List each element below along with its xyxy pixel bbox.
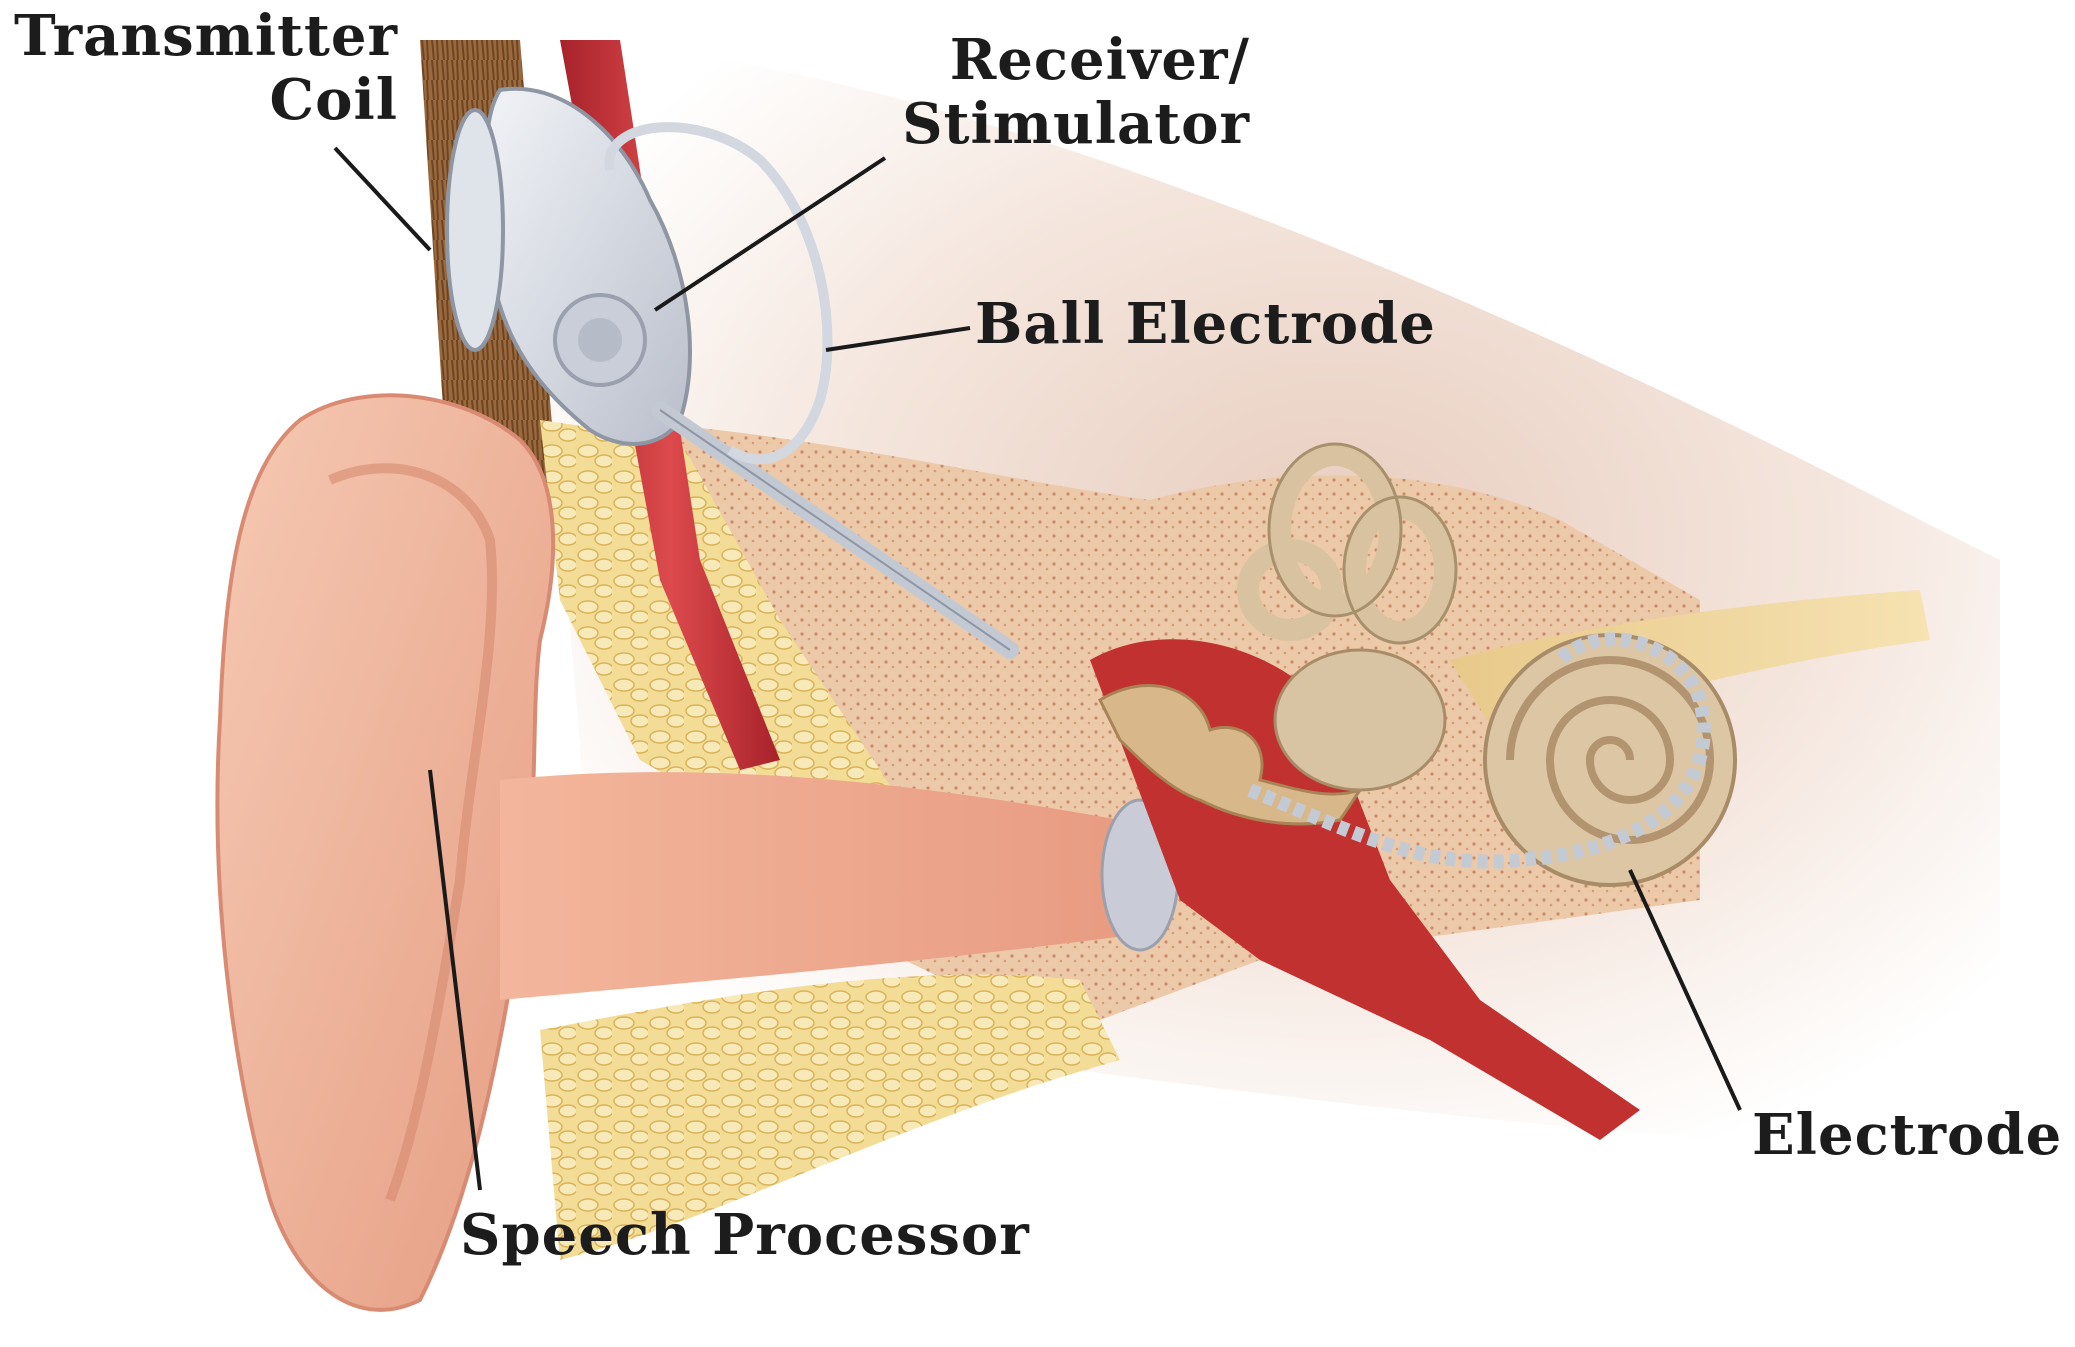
transmitter-coil-device [447, 110, 503, 350]
label-speech-processor: Speech Processor [460, 1203, 1030, 1267]
label-receiver-stimulator-line1: Receiver/ [860, 28, 1250, 92]
receiver-coil-inner [578, 318, 622, 362]
label-transmitter-coil: Transmitter Coil [8, 4, 398, 133]
label-transmitter-coil-line1: Transmitter [8, 4, 398, 68]
label-transmitter-coil-line2: Coil [8, 68, 398, 132]
label-receiver-stimulator-line2: Stimulator [860, 92, 1250, 156]
label-ball-electrode: Ball Electrode [975, 292, 1436, 356]
label-electrode: Electrode [1752, 1103, 2062, 1167]
label-receiver-stimulator: Receiver/ Stimulator [860, 28, 1250, 157]
vestibule [1275, 650, 1445, 790]
